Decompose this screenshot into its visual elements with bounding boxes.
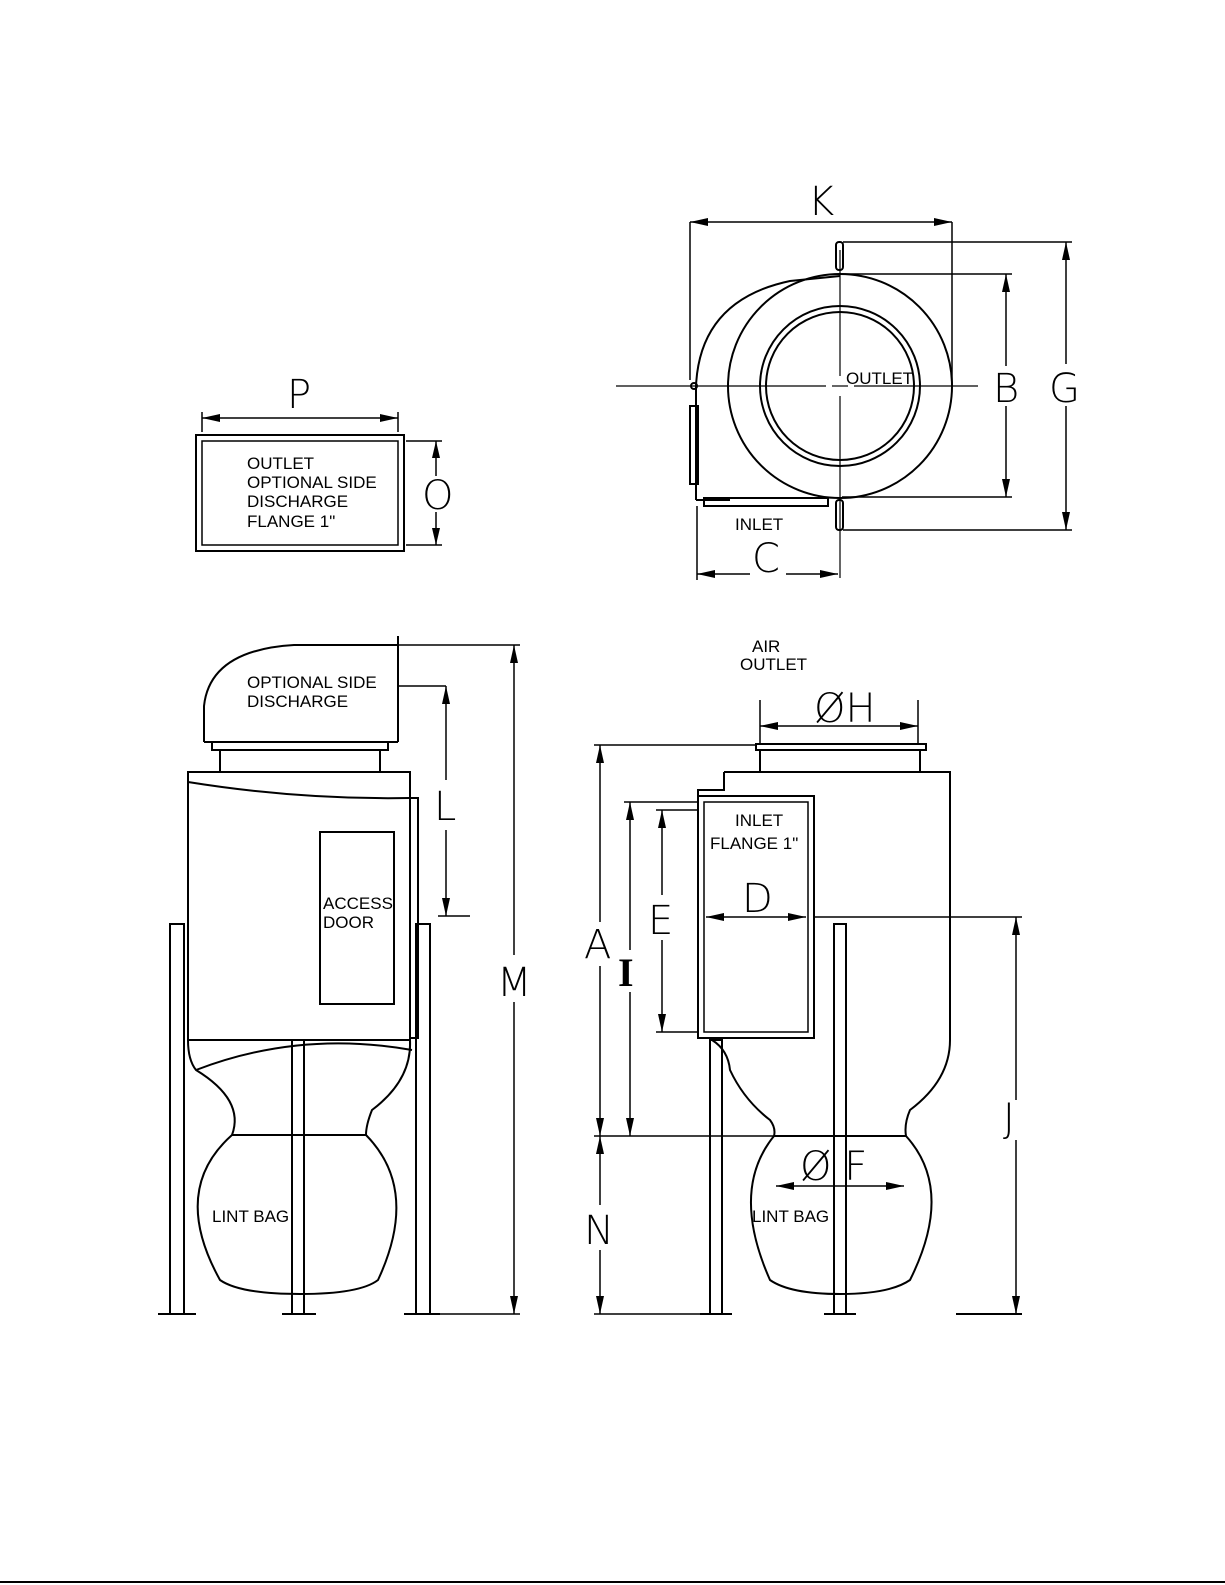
side-discharge-line2: DISCHARGE xyxy=(247,692,348,711)
hopper-right xyxy=(366,1040,410,1135)
dim-label-l: L xyxy=(434,784,456,830)
leg-center xyxy=(292,1040,304,1314)
outlet-flange-line1: OUTLET xyxy=(247,454,314,473)
outlet-collar xyxy=(760,750,920,772)
dim-label-i: I xyxy=(618,950,634,995)
discharge-flange xyxy=(212,742,388,750)
front-leg-right xyxy=(834,924,846,1314)
lint-bag-right-label: LINT BAG xyxy=(752,1207,829,1226)
front-view: AIR OUTLET ØH INLET FLANGE 1" D LINT BAG xyxy=(584,637,1022,1314)
front-body-left xyxy=(698,772,724,1038)
dim-label-e: E xyxy=(648,898,673,944)
air-outlet-line2: OUTLET xyxy=(740,655,807,674)
leg-left xyxy=(170,924,184,1314)
dim-label-h: ØH xyxy=(814,686,876,732)
front-leg-left xyxy=(710,1040,722,1314)
dim-label-b: B xyxy=(993,366,1019,412)
dim-label-c: C xyxy=(752,536,780,582)
top-view: OUTLET INLET K B G C xyxy=(616,179,1084,582)
dim-label-m: M xyxy=(497,960,532,1006)
outlet-flange-view: P O OUTLET OPTIONAL SIDE DISCHARGE FLANG… xyxy=(196,372,453,551)
outlet-flange-line2: OPTIONAL SIDE xyxy=(247,473,377,492)
air-outlet-line1: AIR xyxy=(752,637,780,656)
discharge-collar xyxy=(220,750,380,772)
dim-label-o: O xyxy=(422,473,453,519)
dim-label-j: J xyxy=(1003,1096,1015,1142)
access-door-line1: ACCESS xyxy=(323,894,393,913)
outlet-flange-line4: FLANGE 1" xyxy=(247,512,335,531)
inlet-flange-line2: FLANGE 1" xyxy=(710,834,798,853)
access-door-line2: DOOR xyxy=(323,913,374,932)
lint-bag-left-label: LINT BAG xyxy=(212,1207,289,1226)
top-inlet-label: INLET xyxy=(735,515,783,534)
dim-label-p: P xyxy=(287,372,311,418)
top-outlet-label: OUTLET xyxy=(846,369,913,388)
outlet-flange-line3: DISCHARGE xyxy=(247,492,348,511)
dim-label-k: K xyxy=(808,179,834,225)
side-discharge-line1: OPTIONAL SIDE xyxy=(247,673,377,692)
dim-label-d: D xyxy=(742,876,773,922)
dim-label-g: G xyxy=(1049,366,1080,412)
dim-label-a: A xyxy=(584,922,611,968)
hopper-left xyxy=(188,1040,235,1135)
inlet-flange-line1: INLET xyxy=(735,811,783,830)
side-view: OPTIONAL SIDE DISCHARGE ACCESS DOOR LINT… xyxy=(158,636,532,1314)
dim-label-n: N xyxy=(584,1208,614,1254)
